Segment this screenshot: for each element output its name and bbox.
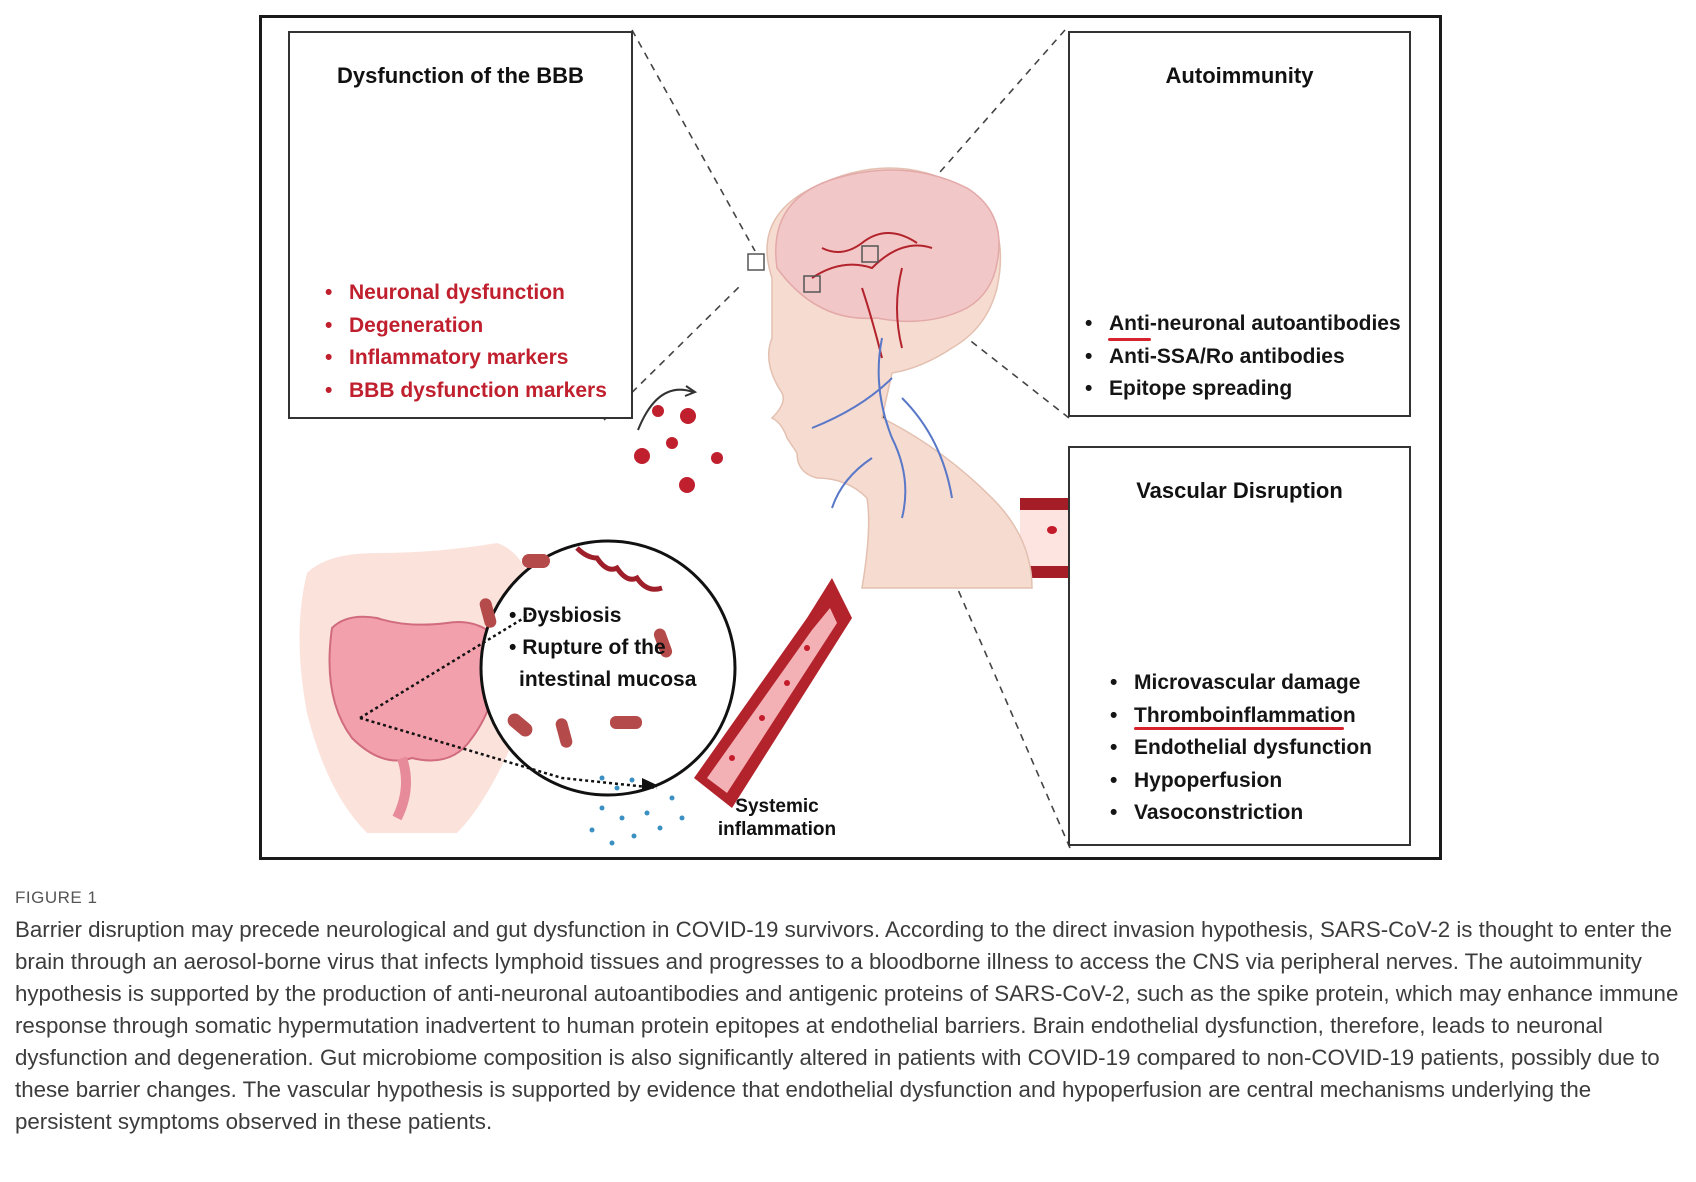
- vascular-panel: Vascular Disruption Microvascular damage…: [1068, 446, 1411, 846]
- list-item: BBB dysfunction markers: [323, 375, 607, 408]
- list-item: Inflammatory markers: [323, 342, 607, 375]
- figure-label: FIGURE 1: [15, 888, 98, 907]
- bbb-panel-title: Dysfunction of the BBB: [337, 63, 584, 88]
- head-illustration: [637, 167, 1033, 589]
- bbb-list: Neuronal dysfunction Degeneration Inflam…: [323, 277, 607, 407]
- vascular-list: Microvascular damage Thromboinflammation…: [1108, 667, 1372, 830]
- list-item: Anti-SSA/Ro antibodies: [1083, 341, 1401, 374]
- autoimmunity-panel-title: Autoimmunity: [1165, 63, 1314, 88]
- list-item: Microvascular damage: [1108, 667, 1372, 700]
- list-item: Epitope spreading: [1083, 373, 1401, 406]
- list-item: Anti-neuronal autoantibodies: [1083, 308, 1401, 341]
- figure-caption: Barrier disruption may precede neurologi…: [15, 917, 1679, 1134]
- inflammation-particles: [589, 775, 685, 846]
- list-item: Vasoconstriction: [1108, 797, 1372, 830]
- figure-frame: Dysfunction of the BBB Neuronal dysfunct…: [259, 15, 1442, 860]
- gut-bullet-rupture-cont: intestinal mucosa: [519, 668, 697, 691]
- gut-bullet-dysbiosis: • Dysbiosis: [509, 604, 622, 627]
- gut-zoom-circle: [479, 539, 737, 797]
- bbb-panel: Dysfunction of the BBB Neuronal dysfunct…: [288, 31, 633, 419]
- list-item: Degeneration: [323, 310, 607, 343]
- list-item: Neuronal dysfunction: [323, 277, 607, 310]
- gut-illustration: [299, 543, 540, 833]
- autoimmunity-list: Anti-neuronal autoantibodies Anti-SSA/Ro…: [1083, 308, 1401, 406]
- diagonal-blood-vessel: [694, 578, 852, 808]
- gut-bullet-rupture: • Rupture of the: [509, 636, 666, 659]
- systemic-inflammation-label: Systemic inflammation: [717, 796, 837, 840]
- list-item: Thromboinflammation: [1108, 700, 1372, 733]
- list-item: Endothelial dysfunction: [1108, 732, 1372, 765]
- vascular-panel-title: Vascular Disruption: [1136, 478, 1343, 503]
- highlight-underline: [1108, 338, 1151, 341]
- list-item: Hypoperfusion: [1108, 765, 1372, 798]
- autoimmunity-panel: Autoimmunity Anti-neuronal autoantibodie…: [1068, 31, 1411, 417]
- highlight-underline: [1134, 727, 1344, 730]
- virus-particles: [634, 405, 723, 493]
